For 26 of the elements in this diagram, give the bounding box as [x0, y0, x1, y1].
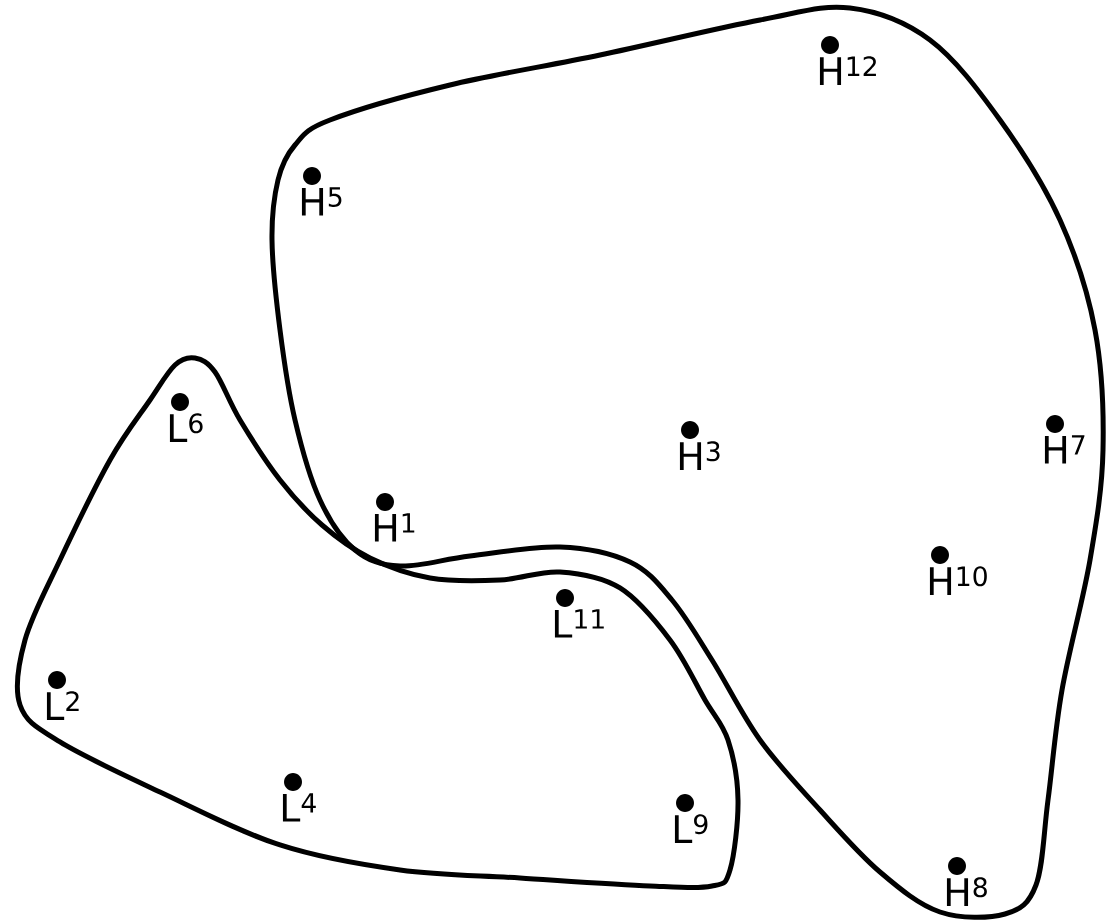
labeled-point: H$^{5}$	[301, 167, 342, 216]
node-label: H$^{1}$	[374, 513, 415, 542]
labeled-point: L$^{6}$	[169, 393, 203, 442]
labeled-point: L$^{11}$	[554, 589, 604, 638]
node-label: H$^{7}$	[1044, 435, 1085, 464]
labeled-point: H$^{7}$	[1044, 415, 1085, 464]
node-label: H$^{12}$	[819, 56, 876, 85]
labeled-point: H$^{8}$	[946, 857, 987, 906]
labeled-point: L$^{9}$	[674, 794, 708, 843]
region-outline	[269, 4, 1106, 920]
region-outline	[14, 355, 741, 891]
node-label: L$^{9}$	[674, 814, 708, 843]
labeled-point: H$^{12}$	[819, 36, 876, 85]
node-label: H$^{5}$	[301, 187, 342, 216]
node-label: H$^{8}$	[946, 877, 987, 906]
labeled-point: L$^{2}$	[46, 671, 79, 720]
node-label: L$^{4}$	[282, 793, 316, 822]
node-label: L$^{6}$	[169, 413, 203, 442]
node-label: L$^{11}$	[554, 609, 604, 638]
node-label: H$^{10}$	[929, 566, 987, 595]
node-label: H$^{3}$	[679, 441, 720, 470]
labeled-point: H$^{3}$	[679, 421, 720, 470]
labeled-point: H$^{10}$	[929, 546, 987, 595]
node-label: L$^{2}$	[46, 691, 79, 720]
labeled-point: H$^{1}$	[374, 493, 415, 542]
labeled-point: L$^{4}$	[282, 773, 316, 822]
